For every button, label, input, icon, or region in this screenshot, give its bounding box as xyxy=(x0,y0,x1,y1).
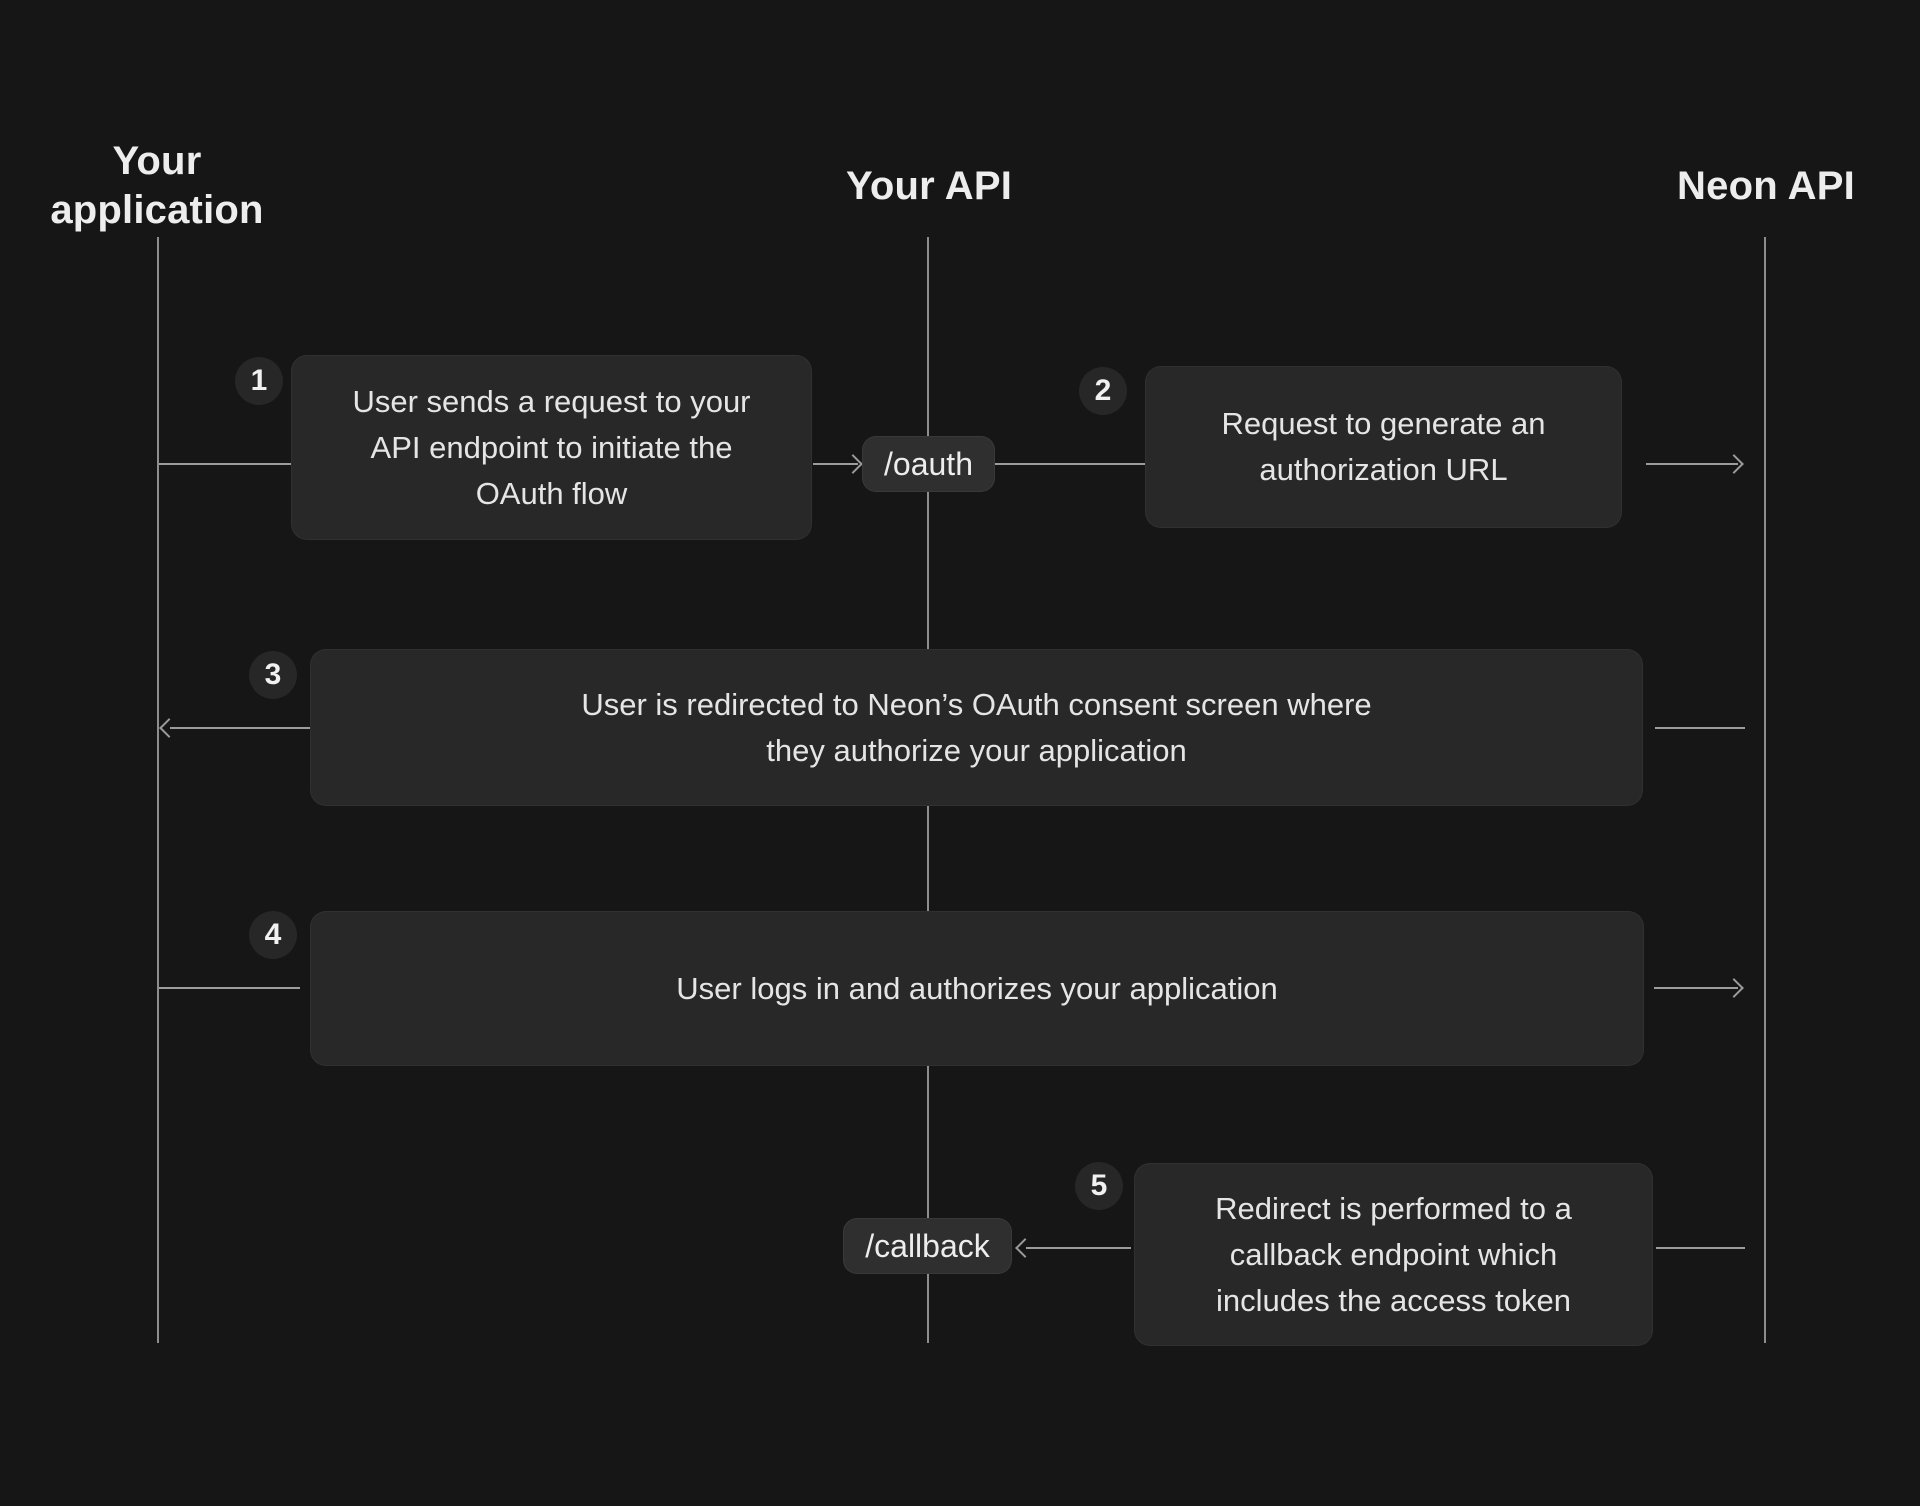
message-line xyxy=(1646,463,1738,465)
step2-number-badge: 2 xyxy=(1079,367,1127,415)
step4-text-line: User logs in and authorizes your applica… xyxy=(676,970,1278,1006)
arrowhead-right-icon xyxy=(1724,454,1744,474)
message-line xyxy=(1026,1247,1131,1249)
step2-text-line: Request to generate an xyxy=(1221,406,1546,441)
message-line xyxy=(1654,987,1738,989)
step5-text-line: Redirect is performed to a xyxy=(1215,1190,1572,1226)
step2-box: Request to generate an authorization URL xyxy=(1145,366,1622,528)
step3-box: User is redirected to Neon’s OAuth conse… xyxy=(310,649,1643,806)
step5-text-line: callback endpoint which xyxy=(1229,1236,1558,1272)
step1-box: User sends a request to your API endpoin… xyxy=(291,355,812,540)
step3-text-line: User is redirected to Neon’s OAuth conse… xyxy=(581,686,1372,722)
endpoint-pill-callback: /callback xyxy=(843,1218,1012,1274)
step5-number-badge: 5 xyxy=(1075,1162,1123,1210)
step4-box: User logs in and authorizes your applica… xyxy=(310,911,1644,1066)
message-line xyxy=(159,463,291,465)
message-line xyxy=(170,727,310,729)
arrowhead-right-icon xyxy=(843,454,863,474)
step1-number-badge: 1 xyxy=(235,357,283,405)
actor-label-your-application: Your application xyxy=(50,139,264,232)
endpoint-pill-oauth: /oauth xyxy=(862,436,995,492)
step1-text-line: User sends a request to your xyxy=(352,383,751,419)
step3-text-line: they authorize your application xyxy=(766,732,1187,768)
step4-number-badge: 4 xyxy=(249,911,297,959)
lifeline-your-application xyxy=(157,237,159,1343)
lifeline-neon-api xyxy=(1764,237,1766,1343)
message-line xyxy=(813,463,858,465)
step2-text-line: authorization URL xyxy=(1259,452,1508,487)
message-line xyxy=(1656,1247,1745,1249)
step1-text-line: OAuth flow xyxy=(475,475,628,511)
step3-number-badge: 3 xyxy=(249,651,297,699)
step1-text-line: API endpoint to initiate the xyxy=(370,429,733,465)
message-line xyxy=(1655,727,1745,729)
message-line xyxy=(159,987,300,989)
actor-label-your-api: Your API xyxy=(845,164,1013,208)
message-line xyxy=(995,463,1146,465)
actor-label-neon-api: Neon API xyxy=(1677,164,1855,208)
step5-box: Redirect is performed to a callback endp… xyxy=(1134,1163,1653,1346)
arrowhead-right-icon xyxy=(1724,978,1744,998)
step5-text-line: includes the access token xyxy=(1216,1282,1571,1318)
